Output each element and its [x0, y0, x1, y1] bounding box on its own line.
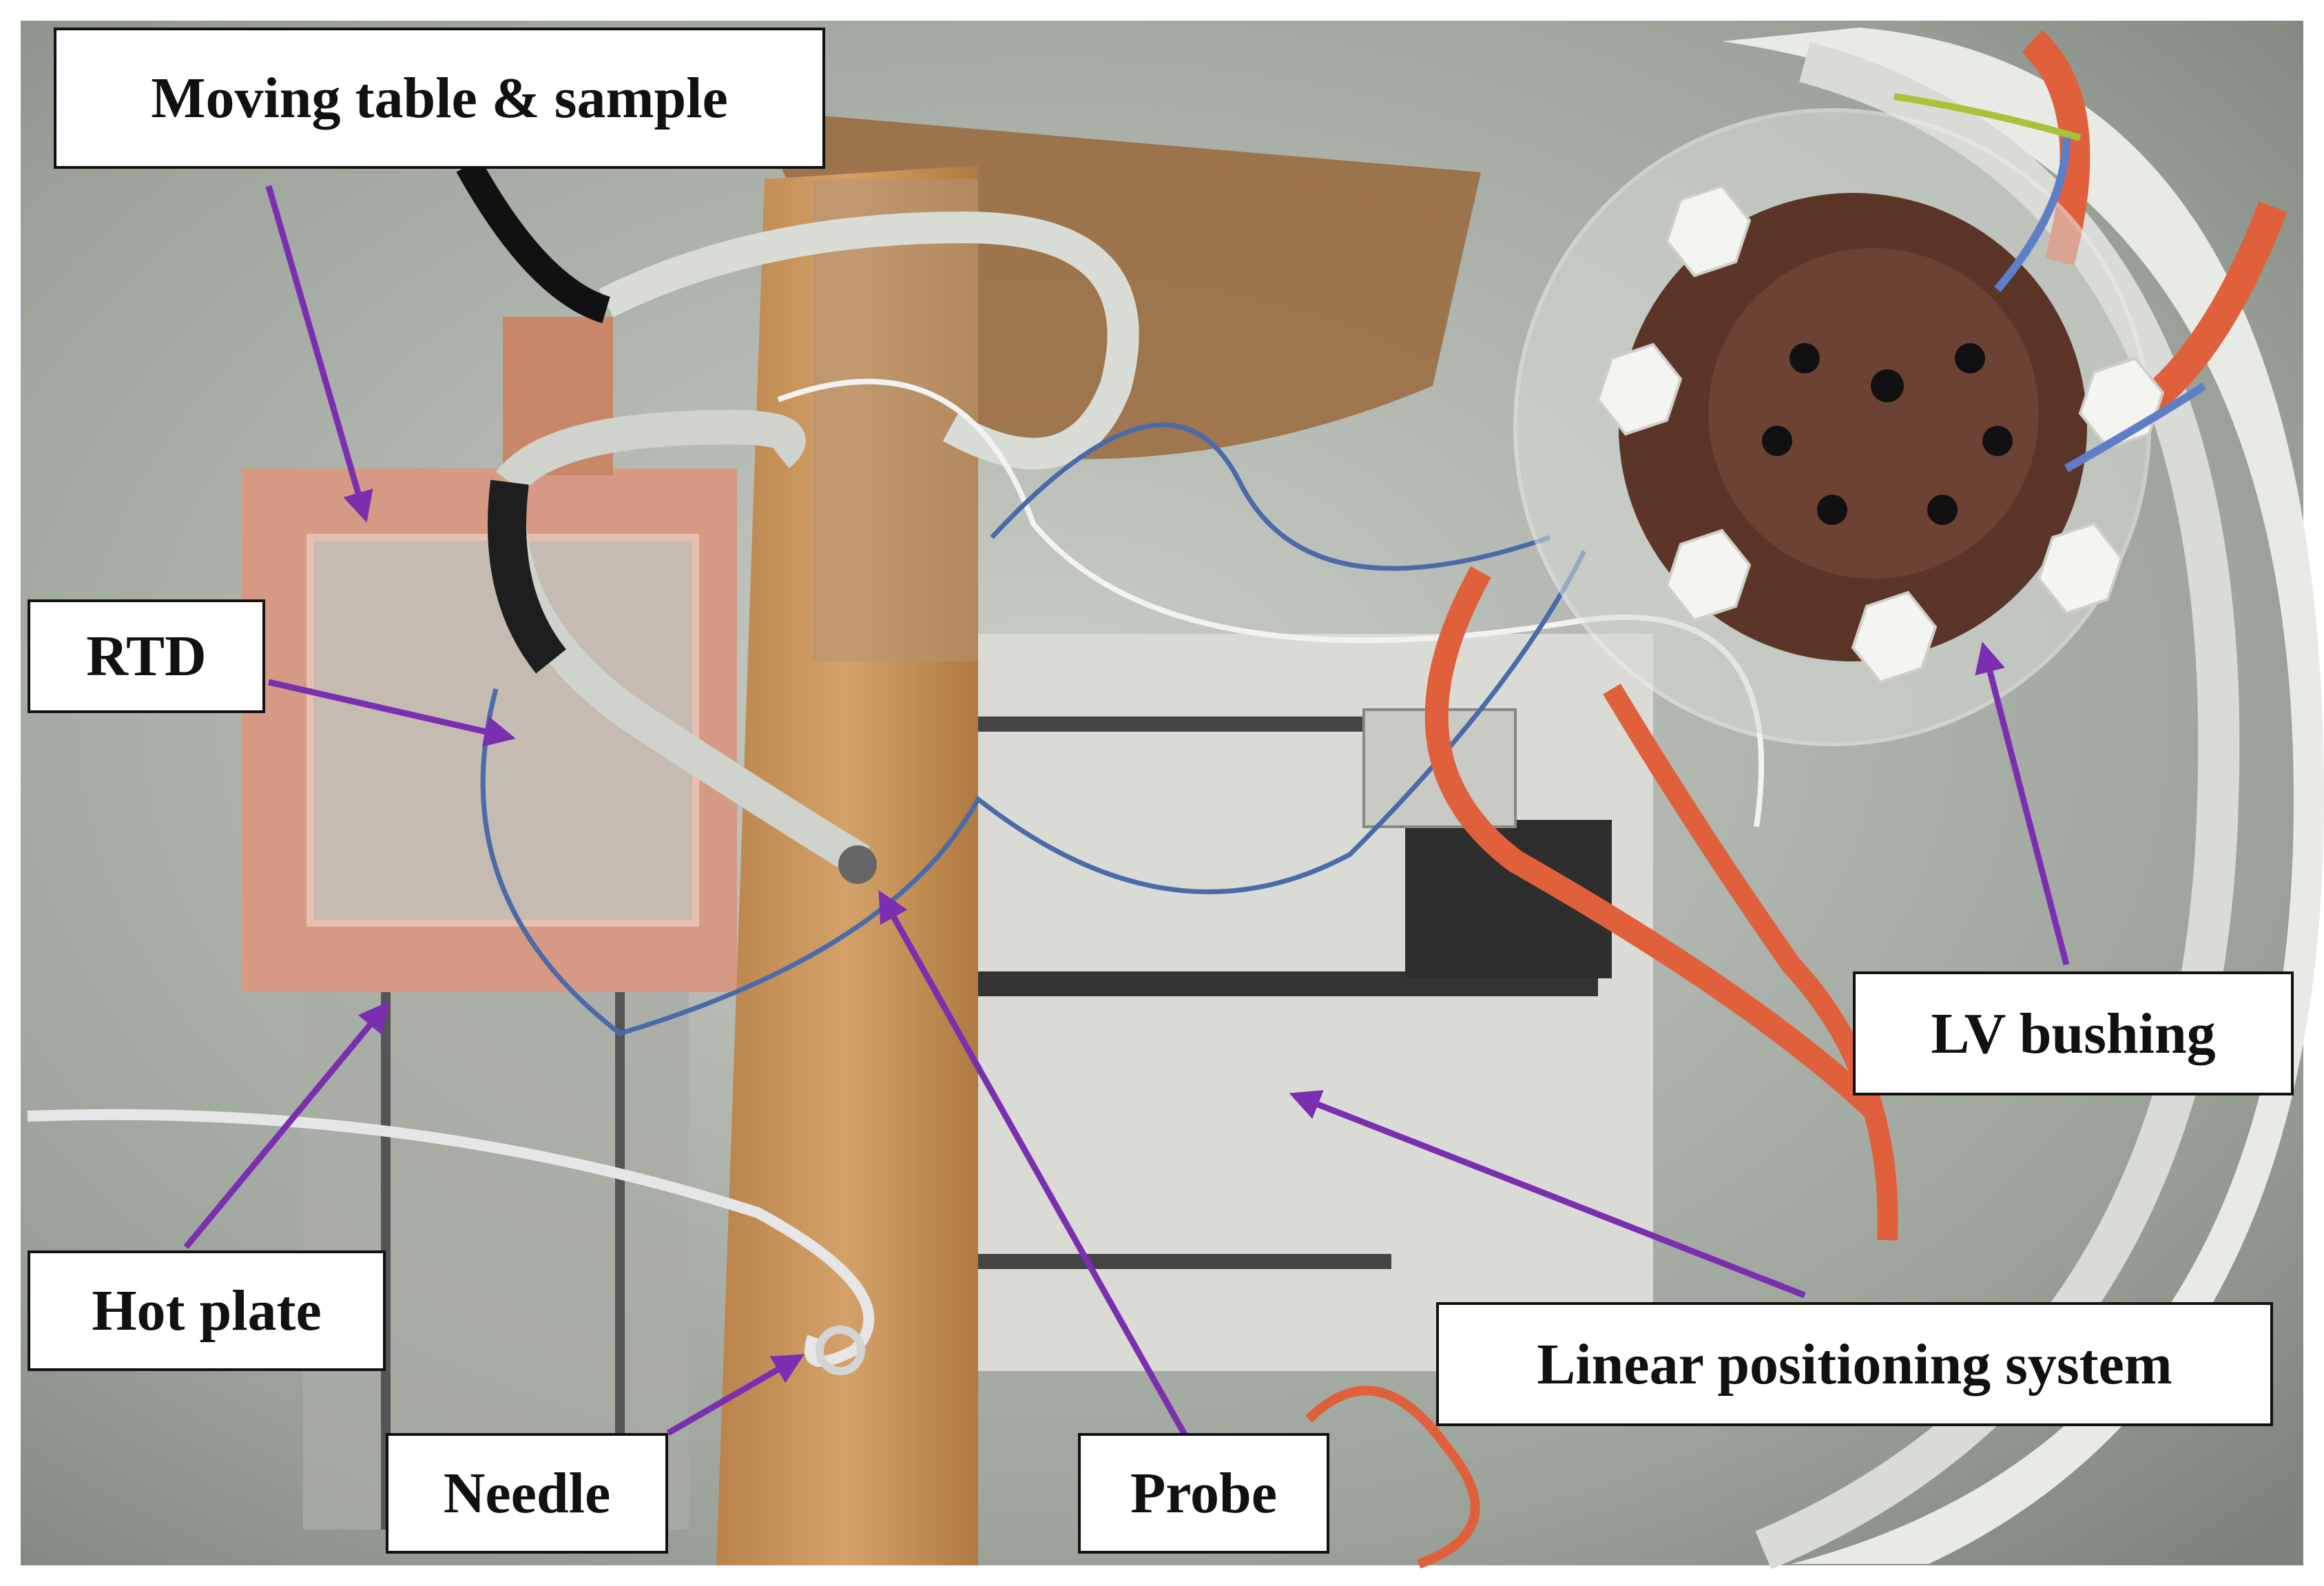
bushing-face [1708, 248, 2039, 579]
blue-wire-2 [990, 422, 1551, 571]
bushing-pin [1762, 426, 1792, 456]
tape [813, 179, 978, 661]
bushing-lead-blue-2 [2064, 382, 2207, 473]
bushing-pin [1982, 426, 2013, 456]
annotation-arrows [183, 185, 2070, 1449]
bushing-lead-green [1894, 93, 2082, 141]
label-hot-plate: Hot plate [28, 1250, 386, 1371]
label-moving-table: Moving table & sample [54, 28, 825, 169]
red-cable-2 [1603, 683, 1898, 1241]
red-cable-1 [1424, 566, 1882, 1118]
arrow-needle [666, 1354, 805, 1436]
label-linear-positioning: Linear positioning system [1436, 1302, 2273, 1426]
needle-wire [27, 1109, 875, 1367]
label-probe: Probe [1078, 1433, 1329, 1554]
label-rtd: RTD [28, 599, 265, 713]
probe-tip [838, 845, 877, 884]
positioning-plate [978, 634, 1653, 1371]
arrow-moving-table [265, 185, 373, 523]
positioning-rail-bottom [978, 1254, 1391, 1269]
silicone-tube [599, 211, 1139, 470]
bushing-pin [1955, 343, 1985, 373]
bushing-lead-blue [1994, 137, 2071, 292]
arrow-linear-positioning [1289, 1090, 1806, 1299]
needle-coil [816, 1326, 865, 1375]
arrow-probe [878, 890, 1194, 1449]
black-sleeve [488, 480, 567, 674]
bushing-pin [1817, 495, 1847, 525]
arrow-hot-plate [183, 1001, 390, 1249]
arrow-lv-bushing [1975, 641, 2070, 966]
label-needle: Needle [386, 1433, 668, 1554]
black-cable [456, 158, 611, 324]
bushing-pin [1789, 343, 1820, 373]
bushing-pin [1871, 369, 1904, 402]
red-cable-5 [1305, 1386, 1480, 1569]
arrow-rtd [267, 679, 516, 747]
bushing-pin [1927, 495, 1958, 525]
label-lv-bushing: LV bushing [1853, 971, 2294, 1095]
